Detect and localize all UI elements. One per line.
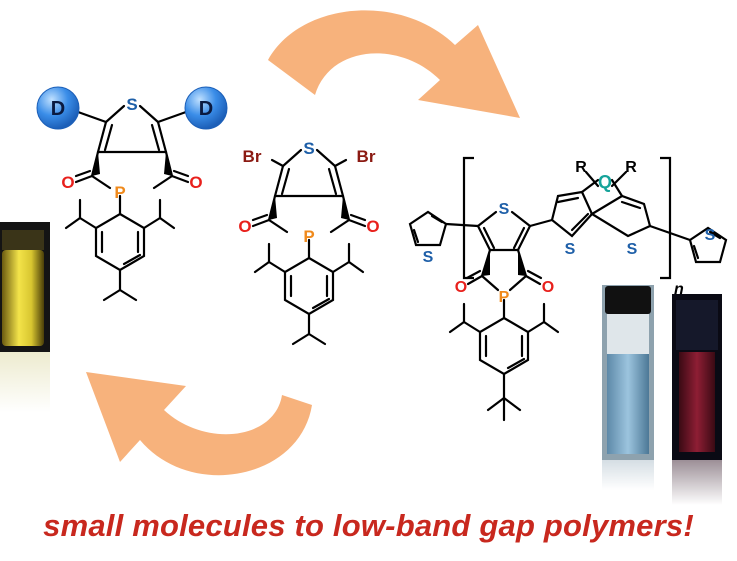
oxygen-atom: O — [366, 217, 379, 236]
r-group-left: R — [575, 159, 587, 176]
sulfur-atom: S — [499, 201, 510, 218]
sulfur-atom: S — [423, 249, 434, 266]
cycle-arrow-top-icon — [268, 10, 520, 118]
wedge — [164, 152, 172, 176]
sulfur-atom: S — [705, 227, 716, 244]
wedge — [518, 250, 526, 276]
phosphorus-atom: P — [303, 227, 314, 246]
cycle-arrow-bottom-icon — [86, 372, 312, 476]
wedge — [92, 152, 100, 176]
red-vial-icon — [672, 294, 722, 505]
oxygen-atom: O — [238, 217, 251, 236]
repeat-brackets — [462, 156, 672, 280]
wedge — [482, 250, 490, 276]
bromine-atom: Br — [357, 147, 376, 166]
sulfur-atom: S — [126, 95, 137, 114]
repeat-index: n — [674, 281, 684, 298]
oxygen-atom: O — [61, 173, 74, 192]
donor-label-right: D — [199, 98, 213, 120]
oxygen-atom: O — [455, 279, 467, 296]
molecule-donor-small — [74, 104, 190, 216]
blue-vial-icon — [602, 285, 654, 490]
yellow-vial-icon — [0, 222, 50, 412]
sulfur-atom: S — [303, 139, 314, 158]
donor-label-left: D — [51, 98, 65, 120]
bromine-atom: Br — [243, 147, 262, 166]
sulfur-atom: S — [565, 241, 576, 258]
oxygen-atom: O — [542, 279, 554, 296]
phosphorus-atom: P — [114, 183, 125, 202]
wedge — [269, 196, 277, 220]
donor-ball-right-icon — [184, 86, 228, 130]
aryl-ring — [448, 302, 560, 422]
oxygen-atom: O — [189, 173, 202, 192]
aryl-ring — [253, 242, 365, 346]
wedge — [341, 196, 349, 220]
sulfur-atom: S — [627, 241, 638, 258]
r-group-right: R — [625, 159, 637, 176]
aryl-ring — [64, 198, 176, 302]
bridge-atom: Q — [598, 172, 612, 192]
phosphorus-atom: P — [499, 289, 510, 306]
scheme-caption: small molecules to low-band gap polymers… — [43, 508, 694, 543]
donor-ball-left-icon — [36, 86, 80, 130]
